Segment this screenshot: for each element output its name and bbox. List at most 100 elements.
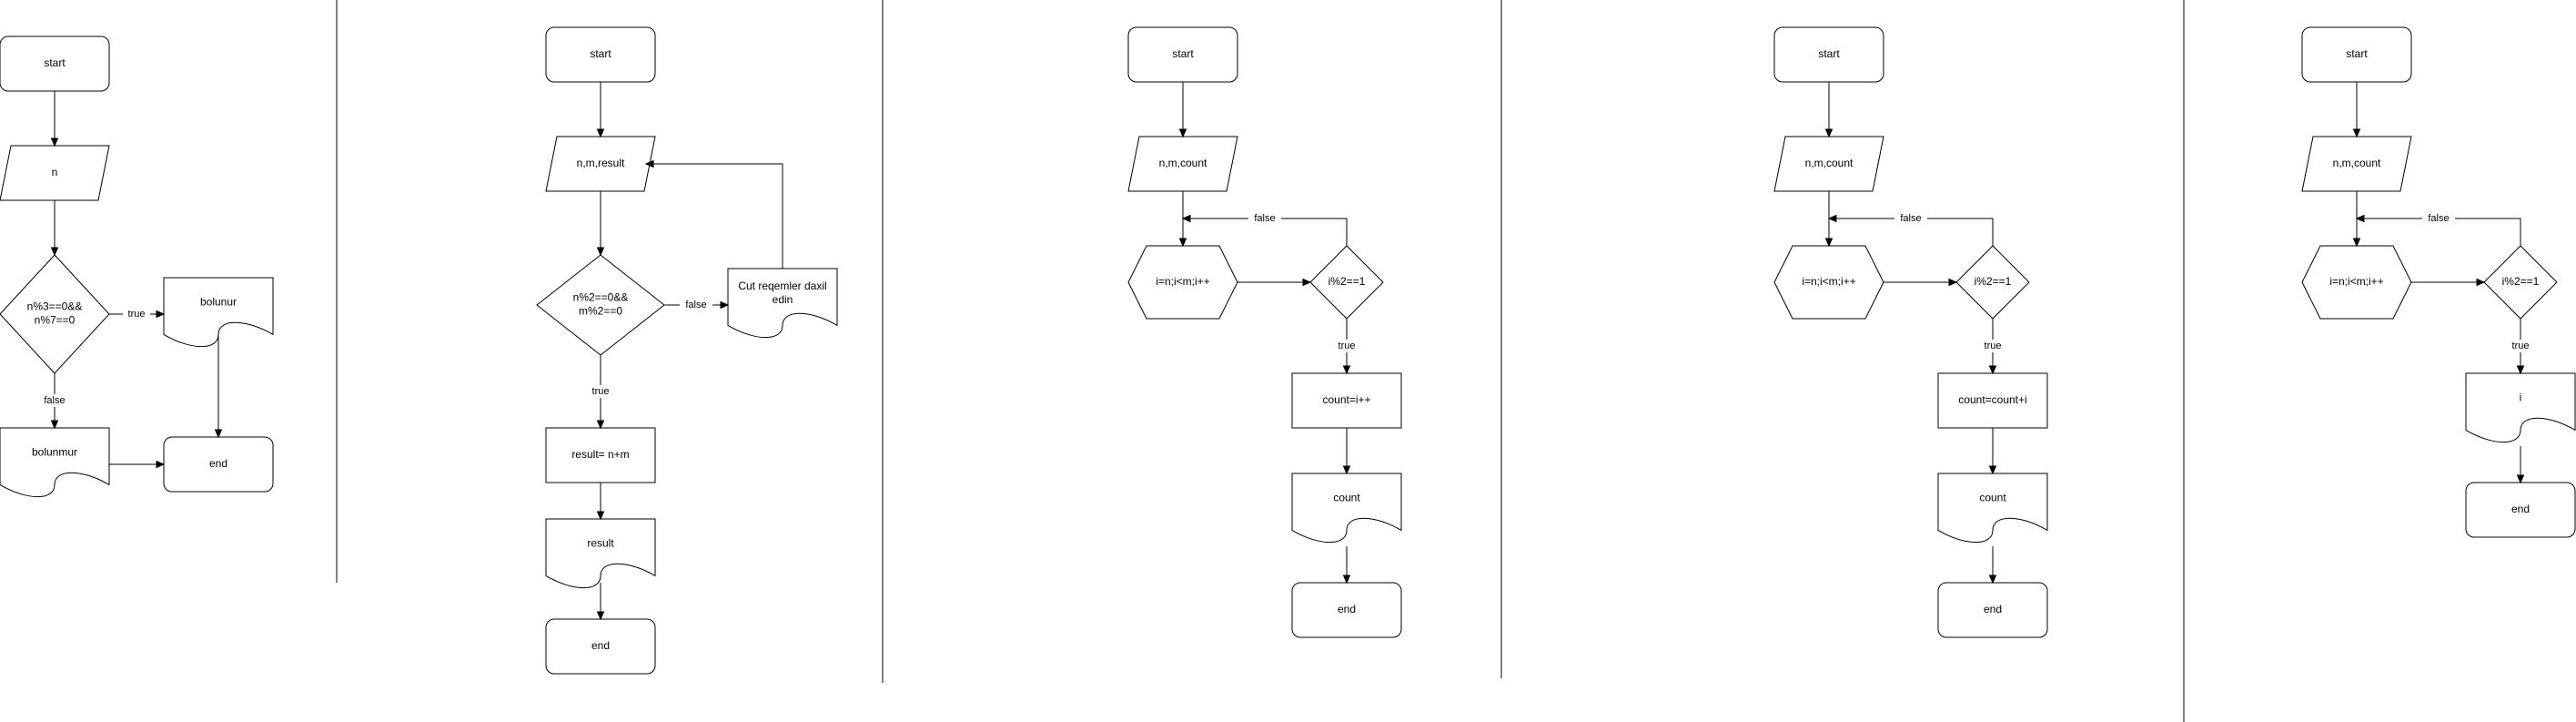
edge-3-false: false [1181, 212, 1348, 246]
output-node-3[interactable]: count [1291, 473, 1402, 544]
start-terminal-2[interactable]: start [545, 26, 656, 83]
node-label: n%7==0 [35, 314, 76, 327]
node-label: result= n+m [571, 448, 629, 461]
edge-4d [1988, 428, 1997, 475]
edge-1a [50, 91, 59, 147]
end-terminal-1[interactable]: end [163, 436, 274, 493]
loop-node-3[interactable]: i=n;i<m;i++ [1127, 245, 1238, 320]
node-label: i [2520, 391, 2522, 403]
edge-label: false [1254, 213, 1275, 224]
node-label: end [1338, 603, 1356, 615]
node-label: start [1818, 47, 1840, 60]
node-label: end [209, 457, 227, 470]
edge-5d [2516, 446, 2525, 484]
process-node-2[interactable]: result= n+m [545, 427, 656, 483]
edge-4a [1824, 82, 1834, 138]
node-label: end [591, 639, 610, 652]
end-terminal-4[interactable]: end [1937, 582, 2048, 638]
edge-2-true: true [587, 355, 614, 430]
edge-5-false: false [2355, 212, 2521, 246]
edge-label: false [1900, 213, 1921, 224]
output-node-5[interactable]: i [2465, 372, 2576, 443]
output-false-1[interactable]: bolunmur [0, 427, 110, 498]
node-label: result [587, 536, 614, 549]
output-node-2[interactable]: result [545, 518, 656, 589]
start-terminal-1[interactable]: start [0, 36, 110, 92]
node-label: i=n;i<m;i++ [2329, 275, 2383, 288]
node-label: n%2==0&& [573, 291, 629, 304]
condition-node-3[interactable]: i%2==1 [1309, 245, 1384, 320]
edge-1d [109, 460, 166, 469]
edge-2b [596, 191, 605, 257]
node-label: n,m,count [2333, 157, 2381, 169]
node-label: i%2==1 [1328, 275, 1366, 288]
node-label: n,m,count [1159, 157, 1207, 169]
edge-4e [1988, 546, 1997, 585]
node-label: n,m,result [577, 157, 625, 169]
edge-label: true [1339, 341, 1356, 351]
output-true-1[interactable]: bolunur [163, 277, 274, 348]
output-node-4[interactable]: count [1937, 473, 2048, 544]
edge-3c [1237, 278, 1312, 287]
loop-node-4[interactable]: i=n;i<m;i++ [1773, 245, 1884, 320]
loop-node-5[interactable]: i=n;i<m;i++ [2301, 245, 2412, 320]
condition-node-1[interactable]: n%3==0&&n%7==0 [0, 254, 110, 374]
edge-label: false [2428, 213, 2449, 224]
edge-4-true: true [1979, 319, 2006, 375]
node-label: end [1984, 603, 2002, 615]
end-terminal-5[interactable]: end [2465, 482, 2576, 538]
edge-2c [596, 483, 605, 521]
edge-label: true [128, 309, 146, 320]
node-label: n,m,count [1805, 157, 1854, 169]
edge-label: false [685, 300, 706, 310]
process-node-4[interactable]: count=count+i [1937, 372, 2048, 429]
node-label: edin [773, 293, 793, 306]
edge-2-loop [644, 159, 783, 269]
edge-5a [2352, 82, 2361, 138]
edge-1c [214, 335, 223, 439]
input-node-2[interactable]: n,m,result [545, 136, 656, 192]
end-terminal-3[interactable]: end [1291, 582, 1402, 638]
start-terminal-4[interactable]: start [1773, 26, 1884, 83]
input-node-4[interactable]: n,m,count [1773, 136, 1884, 192]
condition-node-4[interactable]: i%2==1 [1955, 245, 2030, 320]
node-label: count=count+i [1958, 393, 2026, 406]
edge-3d [1342, 428, 1351, 475]
edge-2-false: false [664, 299, 730, 311]
node-label: Cut reqemler daxil [738, 280, 826, 292]
edge-1b [50, 200, 59, 257]
node-label: n%3==0&& [27, 300, 83, 313]
input-node-3[interactable]: n,m,count [1127, 136, 1238, 192]
node-label: start [590, 47, 611, 60]
node-label: i%2==1 [2502, 275, 2540, 288]
start-terminal-5[interactable]: start [2301, 26, 2412, 83]
edge-3a [1178, 82, 1187, 138]
condition-node-5[interactable]: i%2==1 [2483, 245, 2558, 320]
edge-4c [1884, 278, 1958, 287]
node-label: start [2346, 47, 2368, 60]
node-label: count=i++ [1322, 393, 1370, 406]
edge-5-true: true [2507, 319, 2534, 375]
node-label: start [44, 56, 66, 69]
edge-2d [596, 583, 605, 621]
edge-2a [596, 82, 605, 138]
edge-5c [2411, 278, 2486, 287]
node-label: count [1979, 491, 2006, 503]
process-node-3[interactable]: count=i++ [1291, 372, 1402, 429]
edge-3-true: true [1333, 319, 1360, 375]
end-terminal-2[interactable]: end [545, 618, 656, 675]
edge-label: true [592, 386, 610, 397]
edge-3e [1342, 546, 1351, 585]
edge-label: true [1985, 341, 2002, 351]
condition-node-2[interactable]: n%2==0&&m%2==0 [536, 254, 665, 356]
input-node-5[interactable]: n,m,count [2301, 136, 2412, 192]
node-label: bolunmur [32, 445, 77, 458]
node-label: m%2==0 [579, 305, 622, 318]
edge-label: false [44, 395, 65, 406]
start-terminal-3[interactable]: start [1127, 26, 1238, 83]
edge-label: true [2512, 341, 2530, 351]
edge-1-false: false [38, 373, 71, 430]
input-node-1[interactable]: n [0, 145, 110, 201]
